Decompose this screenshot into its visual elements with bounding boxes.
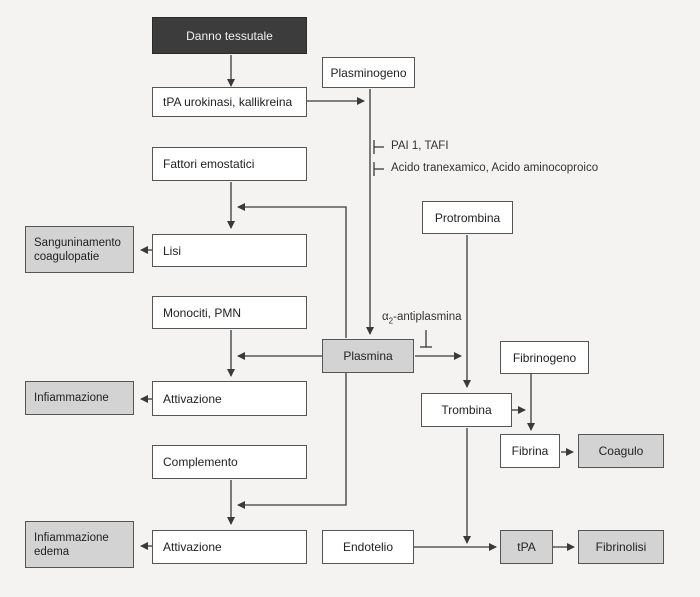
- inhibitor-label-pai-tafi: PAI 1, TAFI: [391, 140, 449, 152]
- node-plasminogeno: Plasminogeno: [322, 57, 415, 88]
- node-infiammazione-edema: Infiammazione edema: [25, 521, 134, 568]
- node-danno-tessutale: Danno tessutale: [152, 17, 307, 54]
- alpha-symbol: α: [382, 311, 389, 323]
- node-label: Attivazione: [163, 391, 222, 406]
- node-label: Plasmina: [343, 349, 393, 363]
- node-infiammazione: Infiammazione: [25, 381, 134, 415]
- node-label-line1: Sanguninamento: [34, 236, 121, 249]
- node-label: Fattori emostatici: [163, 157, 255, 171]
- node-label: tPA urokinasi, kallikreina: [163, 95, 293, 109]
- alpha-subscript: 2: [388, 316, 394, 326]
- node-label: Endotelio: [342, 540, 394, 554]
- node-trombina: Trombina: [421, 393, 512, 427]
- inhibitor-label-acido: Acido tranexamico, Acido aminocoproico: [391, 162, 599, 174]
- node-label: Lisi: [163, 243, 182, 258]
- node-lisi: Lisi: [152, 234, 307, 267]
- node-protrombina: Protrombina: [422, 201, 513, 234]
- node-fibrina: Fibrina: [500, 434, 560, 468]
- node-fibrinolisi: Fibrinolisi: [578, 530, 664, 564]
- node-label: tPA: [517, 540, 536, 554]
- node-tpa-urokinasi-kallikreina: tPA urokinasi, kallikreina: [152, 87, 307, 117]
- node-label: Monociti, PMN: [163, 305, 242, 320]
- node-label: Fibrinolisi: [595, 540, 647, 554]
- node-label: Plasminogeno: [330, 65, 407, 80]
- node-label: Danno tessutale: [186, 28, 273, 43]
- inhibitor-label-alpha2-antiplasmina: α2-antiplasmina: [382, 311, 462, 325]
- node-label: Fibrinogeno: [512, 350, 577, 365]
- node-fibrinogeno: Fibrinogeno: [500, 341, 589, 374]
- node-complemento: Complemento: [152, 445, 307, 479]
- node-plasmina: Plasmina: [322, 339, 414, 373]
- node-fattori-emostatici: Fattori emostatici: [152, 147, 307, 181]
- arrow-plasmina-to-lisi-junction: [237, 203, 347, 338]
- node-tpa: tPA: [500, 530, 553, 564]
- node-label: Protrombina: [434, 210, 501, 225]
- node-label: Coagulo: [598, 444, 644, 458]
- node-label-line2: edema: [34, 545, 70, 558]
- node-attivazione-2: Attivazione: [152, 530, 307, 564]
- node-label-line1: Infiammazione: [34, 531, 109, 544]
- alpha-text: -antiplasmina: [393, 311, 462, 323]
- node-label: Complemento: [163, 455, 238, 469]
- node-monociti-pmn: Monociti, PMN: [152, 296, 307, 329]
- node-coagulo: Coagulo: [578, 434, 664, 468]
- node-label: Attivazione: [163, 540, 222, 554]
- node-label: Infiammazione: [34, 392, 109, 404]
- node-label: Fibrina: [511, 444, 549, 458]
- node-label: Trombina: [441, 403, 492, 417]
- node-label-line2: coagulopatie: [34, 250, 100, 263]
- node-sanguinamento-coagulopatie: Sanguninamento coagulopatie: [25, 226, 134, 273]
- node-attivazione-1: Attivazione: [152, 381, 307, 416]
- arrow-plasmina-to-attivazione2-junction: [237, 373, 347, 509]
- node-endotelio: Endotelio: [322, 530, 414, 564]
